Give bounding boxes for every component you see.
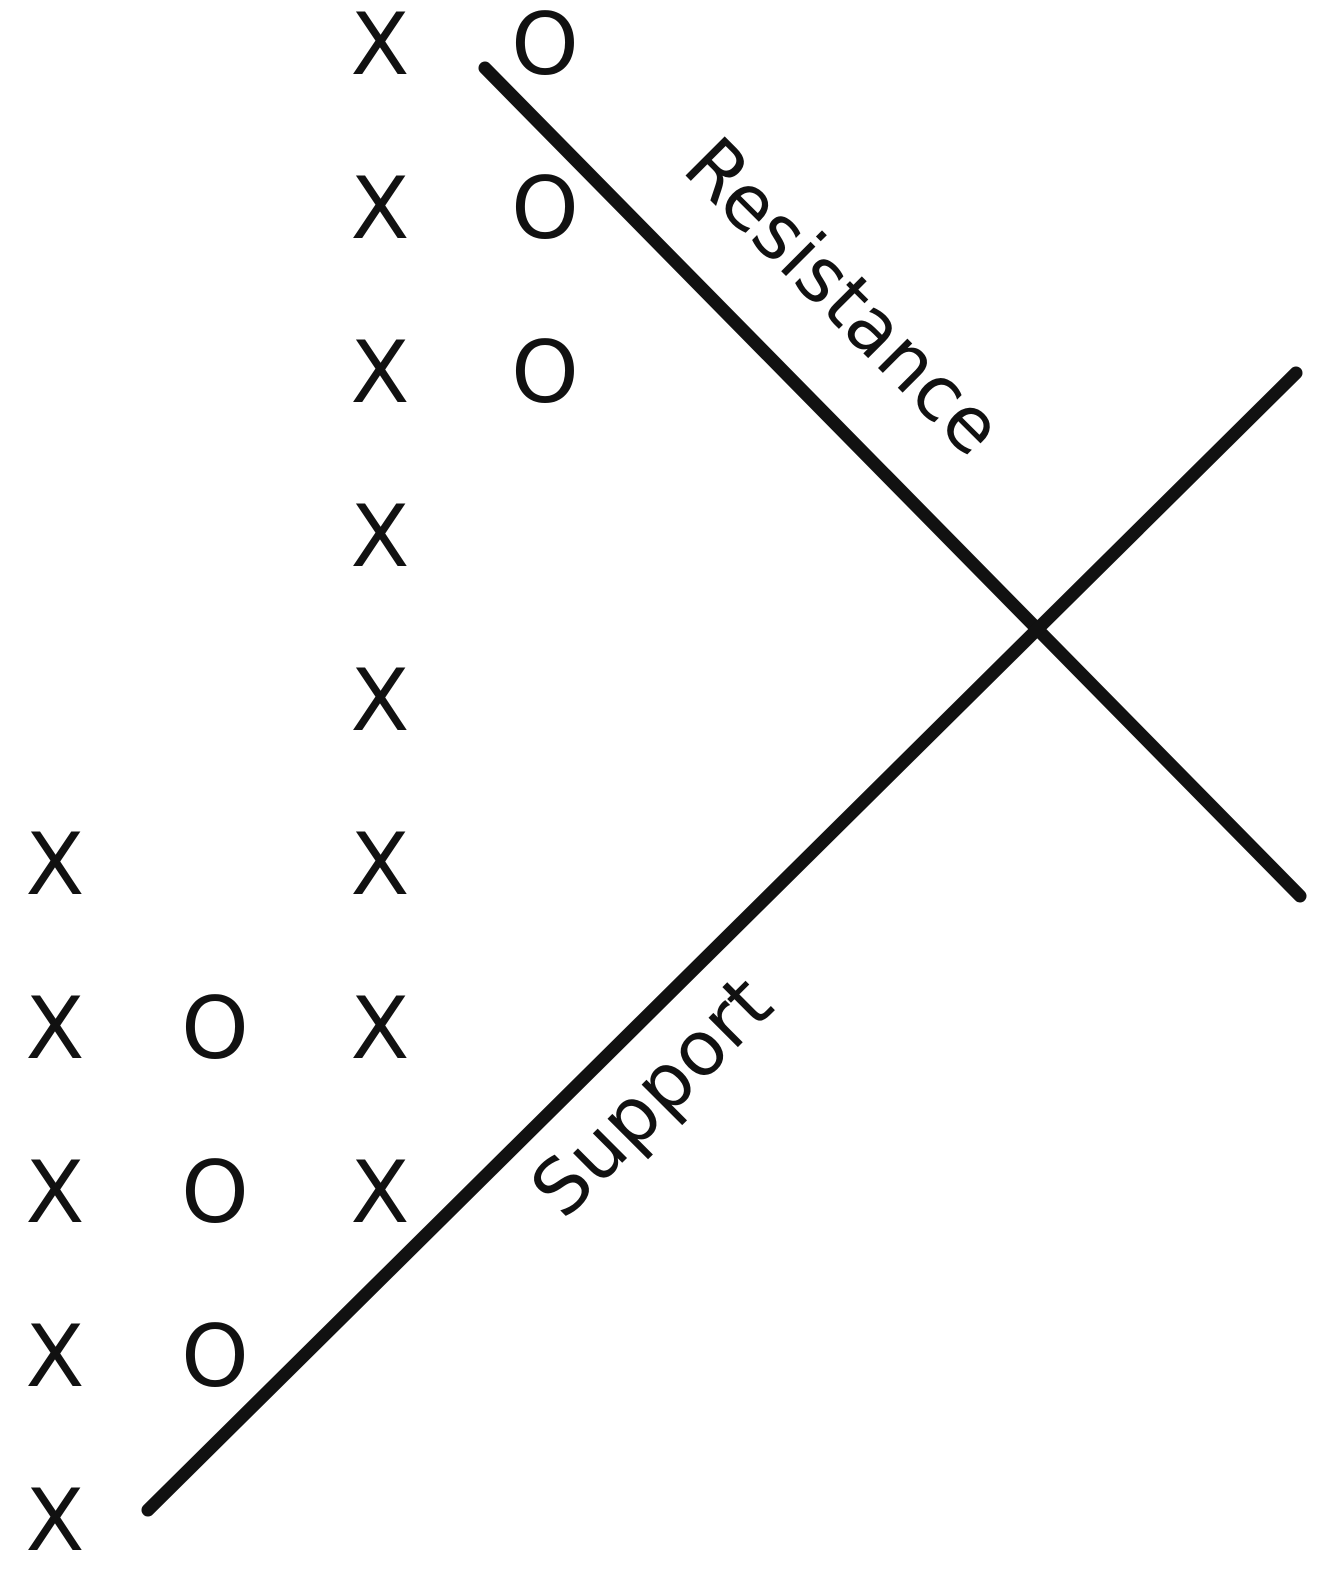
o-mark: O bbox=[511, 0, 579, 95]
o-mark: O bbox=[511, 159, 579, 259]
x-mark: X bbox=[26, 979, 85, 1079]
x-mark: X bbox=[351, 487, 410, 587]
resistance-label: Resistance bbox=[667, 120, 1020, 473]
resistance-line bbox=[478, 61, 1307, 903]
x-mark: X bbox=[26, 1471, 85, 1571]
o-mark: O bbox=[511, 323, 579, 423]
support-label: Support bbox=[514, 959, 789, 1234]
x-mark: X bbox=[26, 1307, 85, 1407]
o-mark: O bbox=[181, 1307, 249, 1407]
x-mark: X bbox=[26, 1143, 85, 1243]
support-line bbox=[141, 366, 1303, 1517]
x-mark: X bbox=[351, 979, 410, 1079]
o-mark: O bbox=[181, 1143, 249, 1243]
x-mark: X bbox=[351, 323, 410, 423]
x-mark: X bbox=[351, 651, 410, 751]
x-mark: X bbox=[351, 815, 410, 915]
x-mark: X bbox=[351, 1143, 410, 1243]
o-mark: O bbox=[181, 979, 249, 1079]
x-mark: X bbox=[351, 0, 410, 95]
x-mark: X bbox=[26, 815, 85, 915]
x-mark: X bbox=[351, 159, 410, 259]
